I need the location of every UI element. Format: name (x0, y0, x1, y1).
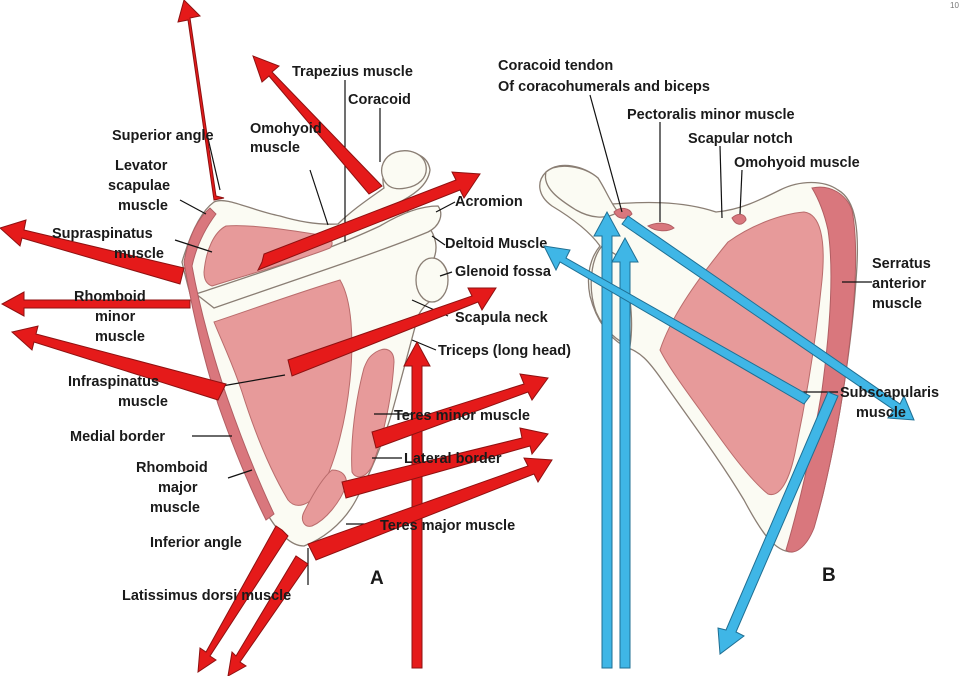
pectoralis-minor-attachment (647, 222, 675, 232)
arrow-supraspinatus (0, 219, 185, 285)
label-omohyoid-muscle-b: Omohyoid muscle (734, 155, 860, 171)
arrow-lateral-border (341, 427, 549, 499)
panel-a-leaders (174, 80, 456, 585)
label-teres-major-muscle: Teres major muscle (380, 518, 515, 534)
label-rhomboid-minor-line1: Rhomboid (74, 289, 146, 305)
label-omohyoid-line2: muscle (250, 140, 300, 156)
label-scapular-notch: Scapular notch (688, 131, 793, 147)
label-rhomboid-major-line1: Rhomboid (136, 460, 208, 476)
panel-a: Trapezius muscle Coracoid Superior angle… (0, 0, 571, 677)
label-rhomboid-major-line3: muscle (150, 500, 200, 516)
label-medial-border: Medial border (70, 429, 165, 445)
label-levator-line2: scapulae (108, 178, 170, 194)
label-supraspinatus-line2: muscle (114, 246, 164, 262)
coracoid-process-a (381, 150, 427, 190)
arrow-infraspinatus (287, 287, 497, 377)
label-serratus-line1: Serratus (872, 256, 931, 272)
label-glenoid-fossa: Glenoid fossa (455, 264, 552, 280)
label-deltoid-muscle: Deltoid Muscle (445, 236, 547, 252)
panel-b-labels: Coracoid tendon Of coracohumerals and bi… (498, 58, 939, 586)
label-rhomboid-minor-line3: muscle (95, 329, 145, 345)
label-scapula-neck: Scapula neck (455, 310, 549, 326)
infraspinatus-muscle (213, 279, 353, 506)
label-levator-line3: muscle (118, 198, 168, 214)
label-subscapularis-line2: muscle (856, 405, 906, 421)
label-levator-line1: Levator (115, 158, 168, 174)
serratus-anterior-strip (785, 186, 857, 553)
arrow-subscapularis-upper (543, 245, 811, 405)
arrow-coracoid-tendon-1 (593, 210, 621, 669)
label-supraspinatus-line1: Supraspinatus (52, 226, 153, 242)
arrow-rhomboid-major (10, 325, 227, 401)
label-superior-angle: Superior angle (112, 128, 214, 144)
label-triceps-long-head: Triceps (long head) (438, 343, 571, 359)
label-serratus-line2: anterior (872, 276, 926, 292)
coracoid-process-b (544, 165, 619, 218)
arrow-teres-major (307, 457, 553, 561)
label-inferior-angle: Inferior angle (150, 535, 242, 551)
arrow-rhomboid-minor (0, 291, 191, 317)
teres-major-shape (301, 469, 347, 527)
arrow-trapezius (252, 55, 383, 195)
label-teres-minor-muscle: Teres minor muscle (394, 408, 530, 424)
arrow-acromion-deltoid (256, 171, 481, 271)
label-rhomboid-minor-line2: minor (95, 309, 136, 325)
label-lateral-border: Lateral border (404, 451, 502, 467)
teres-minor-shape (351, 348, 395, 478)
omohyoid-attachment (731, 213, 747, 225)
arrow-subscapularis-lower (717, 391, 839, 655)
panel-a-labels: Trapezius muscle Coracoid Superior angle… (52, 64, 571, 604)
label-trapezius-muscle: Trapezius muscle (292, 64, 413, 80)
corner-mark: 10 (950, 1, 959, 10)
arrow-levator (177, 0, 225, 201)
subscapularis-muscle (659, 211, 824, 496)
panel-a-letter: A (370, 568, 384, 589)
label-infraspinatus-line2: muscle (118, 394, 168, 410)
panel-b-letter: B (822, 565, 836, 586)
arrow-teres-minor (371, 373, 549, 449)
glenoid-fossa-shape (415, 257, 449, 303)
arrow-latissimus-2 (227, 555, 309, 677)
label-coracoid-tendon-line2: Of coracohumerals and biceps (498, 79, 710, 95)
arrow-coracoid-tendon-2 (611, 236, 639, 669)
arrow-pectoralis-diagonal (621, 215, 915, 421)
label-omohyoid-line1: Omohyoid (250, 121, 322, 137)
label-serratus-line3: muscle (872, 296, 922, 312)
label-coracoid-tendon-line1: Coracoid tendon (498, 58, 613, 74)
label-acromion: Acromion (455, 194, 523, 210)
panel-b: Coracoid tendon Of coracohumerals and bi… (498, 58, 939, 669)
panel-b-arrows (543, 210, 915, 669)
panel-a-arrows (0, 0, 553, 677)
label-subscapularis-line1: Subscapularis (840, 385, 939, 401)
coracoid-tendon-attachment (613, 207, 633, 219)
label-infraspinatus-line1: Infraspinatus (68, 374, 159, 390)
arrow-latissimus-1 (197, 525, 289, 673)
label-latissimus-dorsi-muscle: Latissimus dorsi muscle (122, 588, 291, 604)
label-rhomboid-major-line2: major (158, 480, 198, 496)
label-coracoid: Coracoid (348, 92, 411, 108)
label-pectoralis-minor: Pectoralis minor muscle (627, 107, 795, 123)
